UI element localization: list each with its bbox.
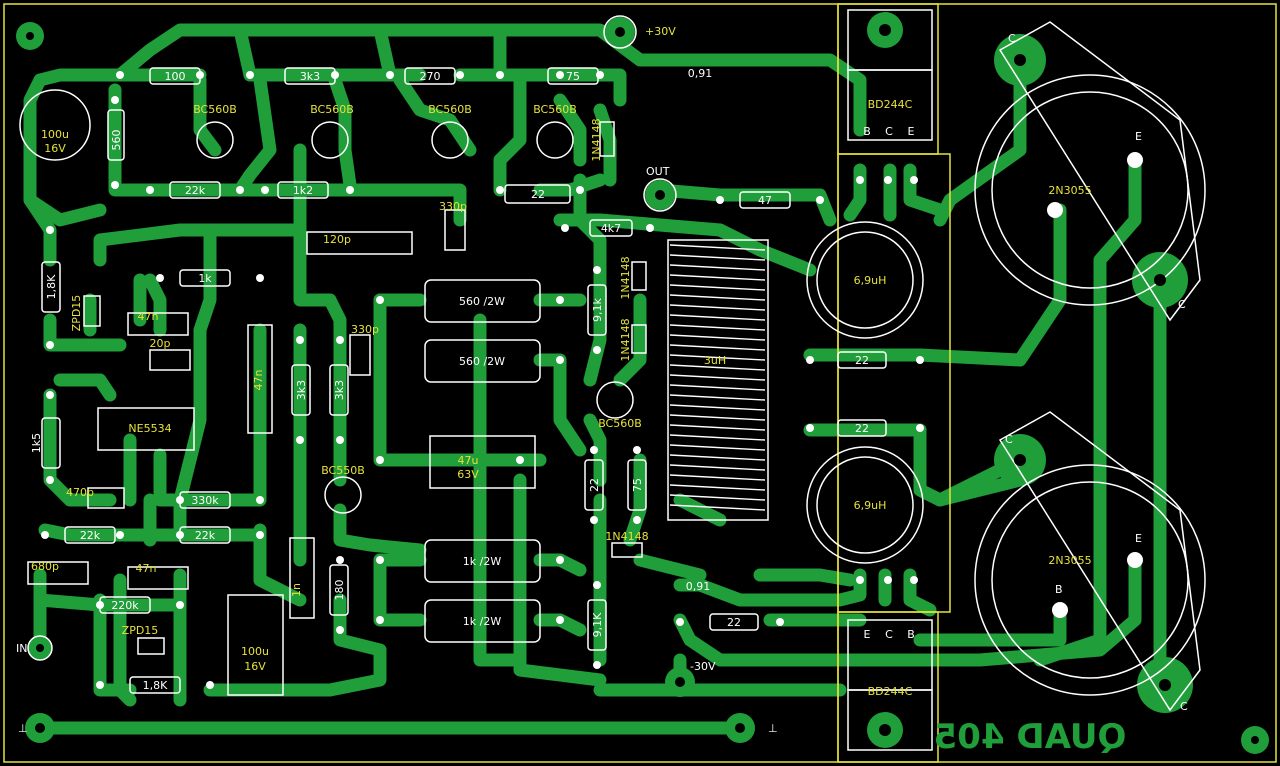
label-r180: 180 <box>333 580 346 601</box>
board-title: QUAD 405 <box>934 717 1127 757</box>
pin-c-big2: C <box>1005 433 1013 446</box>
pin-e-top: E <box>908 125 915 138</box>
label-r560-2w-b: 560 /2W <box>459 355 505 368</box>
label-c100u-bot-1: 100u <box>241 645 269 658</box>
label-out: OUT <box>646 165 670 178</box>
label-r22-top: 22 <box>531 188 545 201</box>
label-r091-top: 0,91 <box>688 67 713 80</box>
labels: 100 3k3 270 75 560 22k 1k2 22 4k7 47 1,8… <box>16 25 1188 735</box>
pin-c-bot: C <box>885 628 893 641</box>
pin-e-big2: E <box>1135 532 1142 545</box>
label-r560: 560 <box>110 130 123 151</box>
label-c680p: 680p <box>31 560 59 573</box>
label-r22-mid-a: 22 <box>855 354 869 367</box>
silkscreen <box>3 3 1277 763</box>
label-c330p-b: 330p <box>351 323 379 336</box>
coil-windings <box>669 244 766 511</box>
label-c1n: 1n <box>290 583 303 597</box>
label-r9k1-a: 9,1k <box>591 297 604 321</box>
label-big-top: 2N3055 <box>1048 184 1091 197</box>
label-d1: 1N4148 <box>590 118 603 161</box>
label-c47u-1: 47u <box>458 454 479 467</box>
pad-holes <box>26 24 1259 744</box>
label-q2: BC560B <box>310 103 354 116</box>
label-r3k3-v2: 3k3 <box>333 380 346 400</box>
label-d4: 1N4148 <box>605 530 648 543</box>
pin-e-bot: E <box>864 628 871 641</box>
pin-c-big2b: C <box>1180 700 1188 713</box>
label-r1k-2w-a: 1k /2W <box>463 555 502 568</box>
label-r330k: 330k <box>191 494 219 507</box>
label-r75: 75 <box>566 70 580 83</box>
label-q6: BC550B <box>321 464 365 477</box>
label-r091-bot: 0,91 <box>686 580 711 593</box>
label-l-top: 6,9uH <box>854 274 887 287</box>
pin-b-top: B <box>863 125 871 138</box>
label-d2: 1N4148 <box>619 256 632 299</box>
label-c330p-a: 330p <box>439 200 467 213</box>
label-c20p: 20p <box>150 337 171 350</box>
label-c100u-bot-2: 16V <box>244 660 266 673</box>
label-r22-mid-b: 22 <box>855 422 869 435</box>
label-pwr-bot: BD244C <box>868 685 913 698</box>
label-r22k-a: 22k <box>80 529 101 542</box>
label-r220k: 220k <box>111 599 139 612</box>
label-gnd-left: ⊥ <box>18 722 28 735</box>
label-q1: BC560B <box>193 103 237 116</box>
pin-b-bot: B <box>907 628 915 641</box>
label-r100: 100 <box>165 70 186 83</box>
label-c47u-2: 63V <box>457 468 479 481</box>
pin-e-big1: E <box>1135 130 1142 143</box>
label-l-bot: 6,9uH <box>854 499 887 512</box>
label-d3: 1N4148 <box>619 318 632 361</box>
solder-pads <box>41 71 1143 689</box>
label-c100u-top-2: 16V <box>44 142 66 155</box>
label-r22-bot: 22 <box>727 616 741 629</box>
label-r1-8k-bot: 1,8K <box>143 679 168 692</box>
label-r22k-top: 22k <box>185 184 206 197</box>
label-r270: 270 <box>420 70 441 83</box>
label-r22-v: 22 <box>588 478 601 492</box>
label-r1k: 1k <box>198 272 212 285</box>
label-r1-8k-left: 1,8K <box>45 274 58 299</box>
label-vminus: -30V <box>690 660 716 673</box>
label-in: IN <box>16 642 27 655</box>
pin-c-big1: C <box>1008 32 1016 45</box>
label-c470p: 470p <box>66 486 94 499</box>
label-r3k3: 3k3 <box>300 70 320 83</box>
label-c120p: 120p <box>323 233 351 246</box>
label-q3: BC560B <box>428 103 472 116</box>
label-big-bot: 2N3055 <box>1048 554 1091 567</box>
label-l-main: 3uH <box>704 354 726 367</box>
label-r22k-b: 22k <box>195 529 216 542</box>
pad-rings <box>27 15 677 661</box>
label-ic: NE5534 <box>128 422 171 435</box>
label-pwr-top: BD244C <box>868 98 913 111</box>
label-r75-v: 75 <box>631 478 644 492</box>
pin-c-big1b: C <box>1178 298 1186 311</box>
label-r3k3-v1: 3k3 <box>295 380 308 400</box>
pin-b-big2: B <box>1055 583 1063 596</box>
label-r1k2: 1k2 <box>293 184 313 197</box>
label-r560-2w-a: 560 /2W <box>459 295 505 308</box>
label-q5: BC560B <box>598 417 642 430</box>
label-r1k5: 1k5 <box>30 433 43 453</box>
label-r47: 47 <box>758 194 772 207</box>
label-r4k7: 4k7 <box>601 222 621 235</box>
label-z1: ZPD15 <box>70 295 83 332</box>
label-c100u-top-1: 100u <box>41 128 69 141</box>
label-gnd-right: ⊥ <box>768 722 778 735</box>
label-r9k1-b: 9,1K <box>591 612 604 637</box>
label-c47n-a: 47n <box>138 310 159 323</box>
label-r1k-2w-b: 1k /2W <box>463 615 502 628</box>
label-z2: ZPD15 <box>122 624 159 637</box>
label-c47n-b: 47n <box>136 562 157 575</box>
label-c47n-v: 47n <box>252 369 265 390</box>
pin-c-top: C <box>885 125 893 138</box>
label-vplus: +30V <box>645 25 676 38</box>
label-q4: BC560B <box>533 103 577 116</box>
